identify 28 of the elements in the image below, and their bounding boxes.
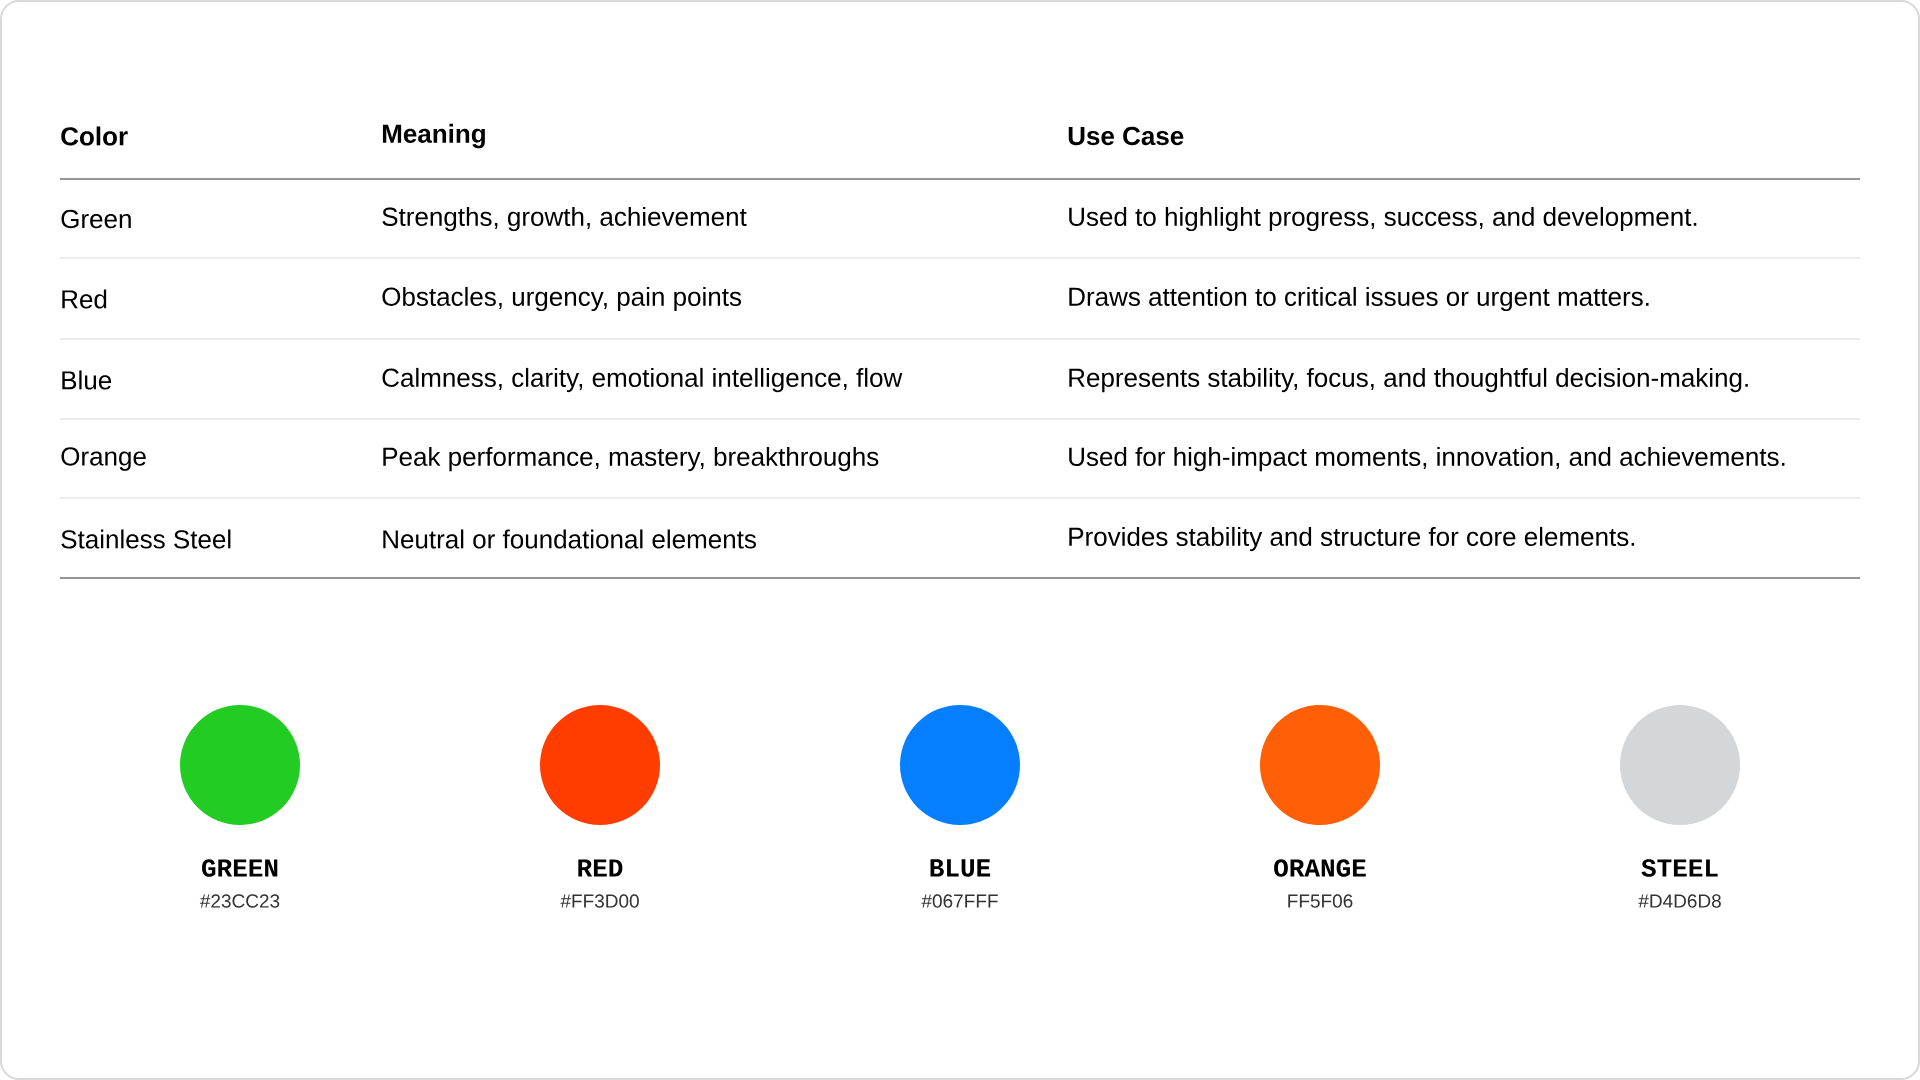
cell-text: Calmness, clarity, emotional intelligence, flow	[382, 367, 903, 393]
hex-code: #23CC23	[199, 894, 280, 908]
cell-text: Draws attention to critical issues or urgent matters.	[1069, 286, 1649, 312]
color-name: RED	[578, 859, 623, 877]
cell-text: Used to highlight progress, success, and development.	[1069, 206, 1697, 232]
hex-code: #FF3D00	[560, 894, 639, 908]
cell-text: Orange	[61, 447, 146, 471]
cell-text: Obstacles, urgency, pain points	[382, 286, 742, 312]
color-name: ORANGE	[1274, 859, 1366, 877]
column-header: Meaning	[382, 123, 485, 149]
cell-text: Provides stability and structure for core elements.	[1069, 526, 1635, 552]
hex-code: #067FFF	[921, 894, 998, 908]
hex-code: FF5F06	[1288, 894, 1353, 908]
cell-text: Used for high-impact moments, innovation, and achievements.	[1069, 446, 1785, 472]
color-name: BLUE	[930, 859, 991, 877]
column-header: Color	[61, 126, 128, 146]
cell-text: Stainless Steel	[61, 529, 231, 549]
hex-code: #D4D6D8	[1638, 894, 1721, 908]
cell-text: Neutral or foundational elements	[383, 529, 756, 549]
cell-text: Red	[62, 289, 107, 309]
cell-text: Peak performance, mastery, breakthroughs	[383, 446, 879, 472]
cell-text: Represents stability, focus, and thoughtful decision-making.	[1069, 367, 1748, 393]
column-header: Use Case	[1068, 126, 1184, 146]
cell-text: Blue	[62, 370, 112, 390]
color-name: GREEN	[202, 859, 278, 877]
cell-text: Strengths, growth, achievement	[382, 206, 747, 232]
cell-text: Green	[61, 209, 131, 229]
color-name: STEEL	[1641, 859, 1718, 877]
